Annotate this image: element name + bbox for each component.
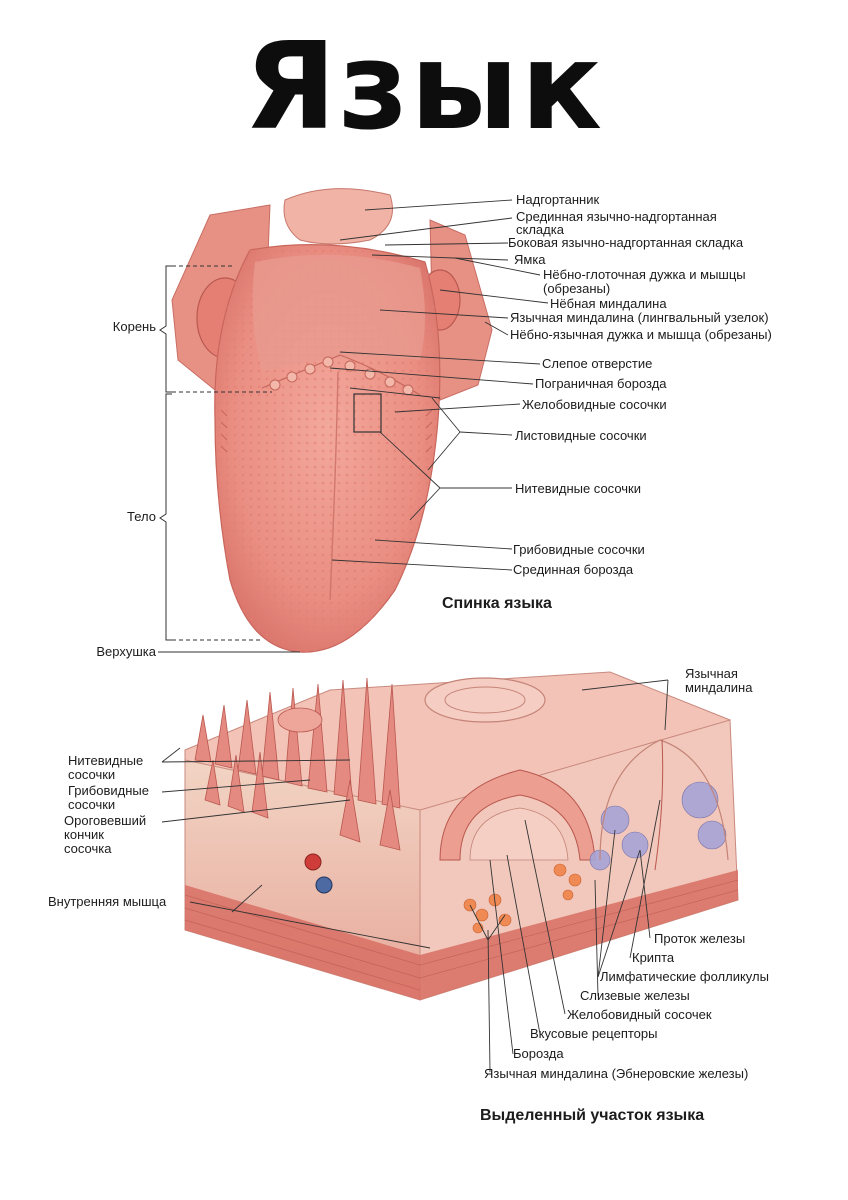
tissue-block [184,671,739,1001]
label-fungiform-papillae: Грибовидные сосочки [513,542,645,557]
page-title: Язык [243,18,605,157]
label-mucous-glands: Слизевые железы [580,988,690,1003]
label-vallate-papillae: Желобовидные сосочки [522,397,667,412]
section-caption: Выделенный участок языка [480,1107,705,1124]
label-foramen-cecum: Слепое отверстие [542,356,653,371]
highlight-box [353,393,382,433]
label-root: Корень [112,319,156,334]
label-pharyngeal-arch-2: (обрезаны) [543,281,611,296]
label-epiglottis: Надгортанник [516,192,600,207]
label-lingual-tonsil: Язычная миндалина (лингвальный узелок) [510,310,769,325]
label-foliate-papillae: Листовидные сосочки [515,428,647,443]
dorsum-leaders [329,199,549,571]
label-lingual-tonsil-1: Язычная [685,666,738,681]
label-fungiform-1: Грибовидные [68,783,149,798]
tongue-dorsum [171,188,493,653]
label-vallecula: Ямка [514,252,546,267]
label-keratin-3: сосочка [64,841,112,856]
label-ebner-glands: Язычная миндалина (Эбнеровские железы) [484,1066,749,1081]
label-lingual-tonsil-2: миндалина [685,680,753,695]
label-body: Тело [127,509,156,524]
label-pharyngeal-arch-1: Нёбно-глоточная дужка и мышцы [543,267,746,282]
label-filiform-2: сосочки [68,767,116,782]
label-gland-duct: Проток железы [654,931,746,946]
label-vallate-papilla: Желобовидный сосочек [567,1007,712,1022]
label-fungiform-2: сосочки [68,797,116,812]
label-lateral-fold: Боковая язычно-надгортанная складка [508,235,744,250]
label-keratin-1: Ороговевший [64,813,147,828]
epiglottis [283,188,393,245]
label-median-fold-1: Срединная язычно-надгортанная [516,209,717,224]
label-median-sulcus: Срединная борозда [513,562,634,577]
label-taste-buds: Вкусовые рецепторы [530,1026,658,1041]
label-median-fold-2: складка [516,222,564,237]
label-terminal-sulcus: Пограничная борозда [535,376,667,391]
region-brackets [158,265,300,653]
label-glossal-arch: Нёбно-язычная дужка и мышца (обрезаны) [510,327,772,342]
label-furrow: Борозда [513,1046,564,1061]
label-intrinsic-muscle: Внутренняя мышца [48,894,167,909]
label-lymph-follicles: Лимфатические фолликулы [600,969,769,984]
label-filiform-papillae: Нитевидные сосочки [515,481,641,496]
label-apex: Верхушка [96,644,156,659]
label-filiform-1: Нитевидные [68,753,144,768]
dorsum-caption: Спинка языка [442,595,552,612]
label-crypt: Крипта [632,950,675,965]
label-palatine-tonsil: Нёбная миндалина [550,296,667,311]
label-keratin-2: кончик [64,827,104,842]
section-leaders [161,679,669,1073]
